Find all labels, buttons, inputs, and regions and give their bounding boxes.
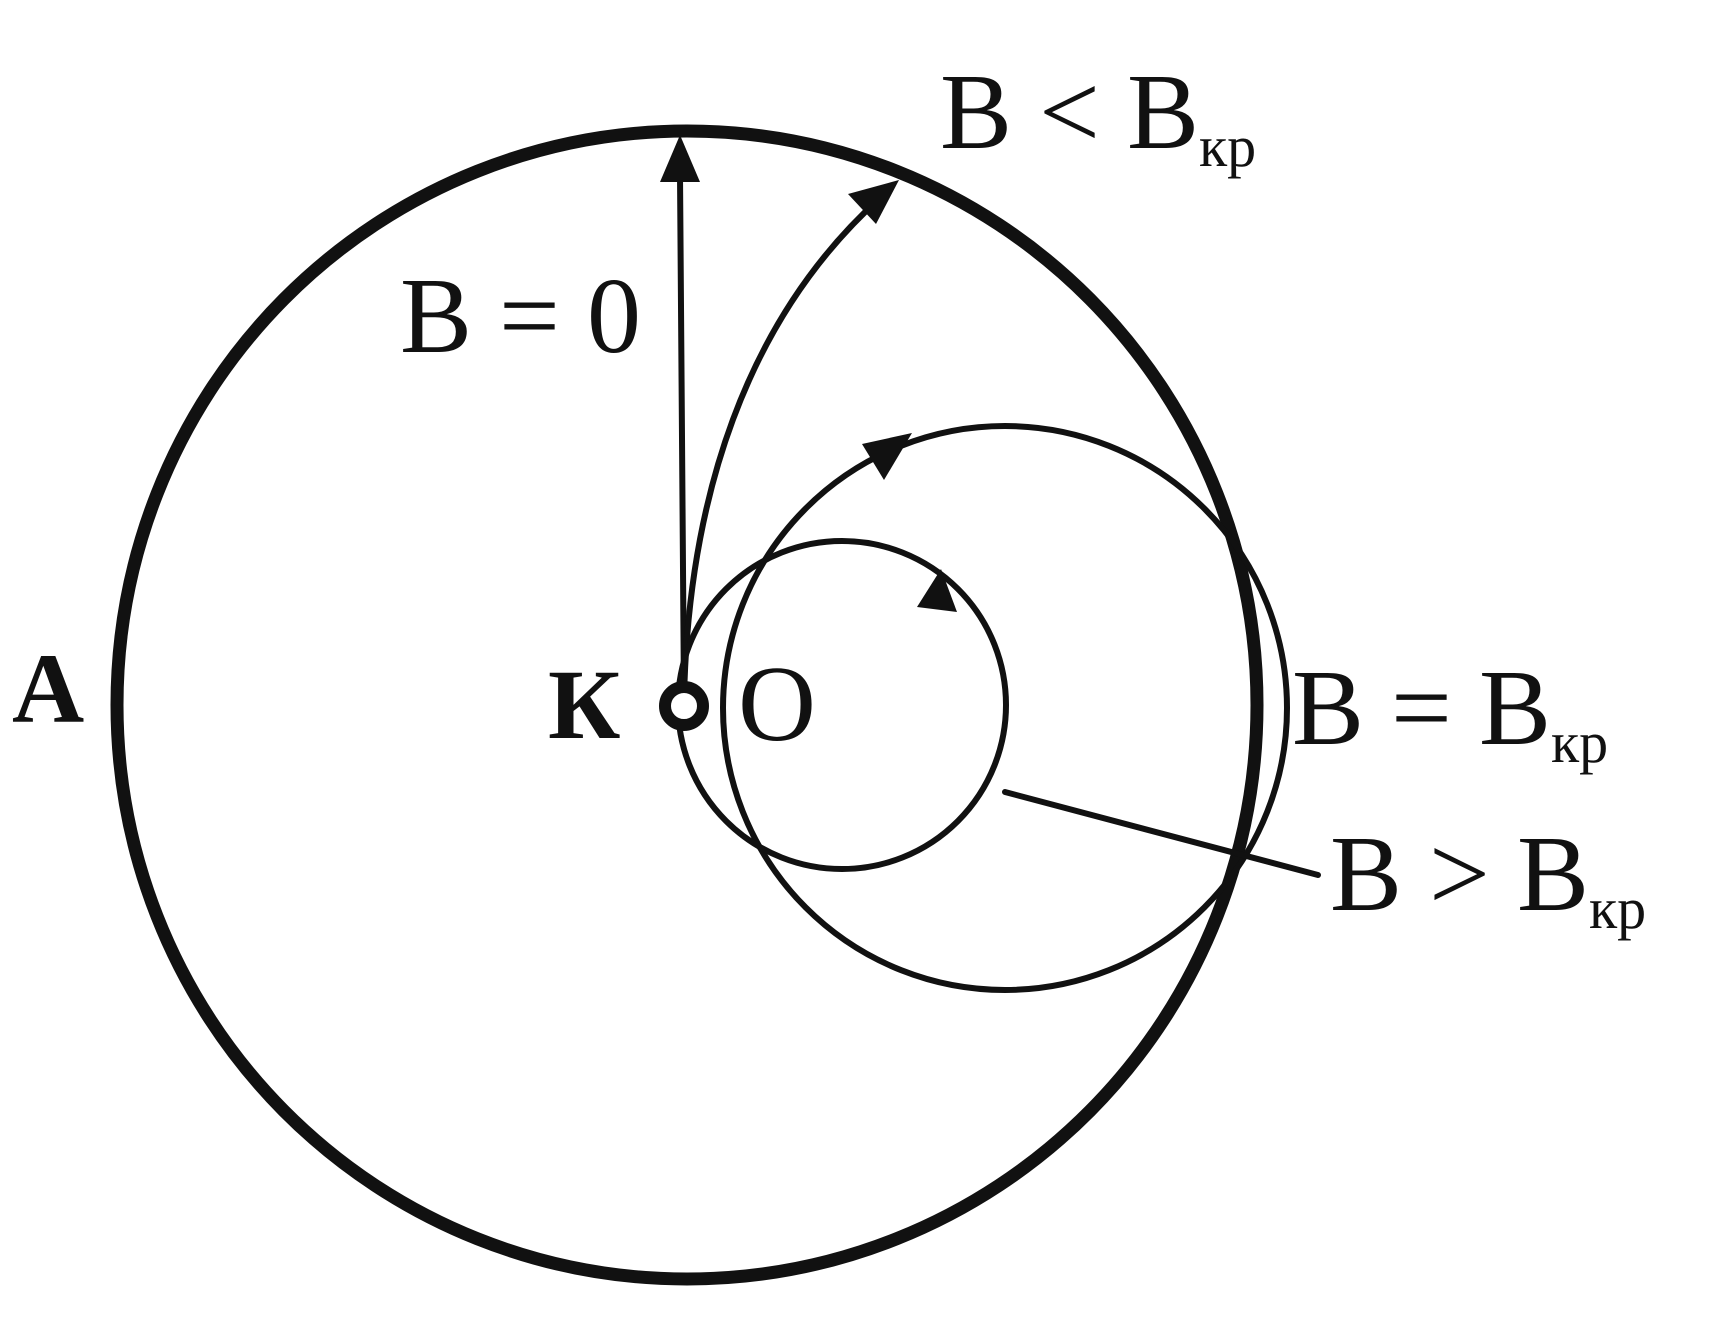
label-b-equal-sub: кр: [1551, 710, 1608, 775]
label-b-greater-main: B > B: [1330, 815, 1589, 934]
label-b-greater-sub: кр: [1589, 876, 1646, 941]
arrowhead-b-greater: [917, 569, 957, 612]
trajectory-b-critical: [720, 423, 1290, 993]
arrowhead-b-less: [848, 180, 899, 224]
arrowhead-b-zero: [660, 135, 700, 182]
trajectory-b-less: [681, 195, 883, 703]
label-b-less: B < Bкр: [940, 53, 1256, 179]
leader-line-b-greater: [1002, 789, 1321, 878]
label-b-greater: B > Bкр: [1330, 815, 1646, 941]
label-center: O: [738, 645, 816, 764]
label-b-less-sub: кр: [1199, 114, 1256, 179]
label-b-zero: B = 0: [400, 257, 641, 376]
label-b-less-main: B < B: [940, 53, 1199, 172]
cathode-ring: [659, 681, 709, 731]
arrowhead-b-critical: [862, 433, 912, 480]
label-cathode: К: [548, 649, 621, 760]
label-b-equal-main: B = B: [1292, 649, 1551, 768]
trajectory-b-greater: [675, 538, 1009, 872]
trajectory-b-zero: [677, 172, 687, 703]
label-anode: А: [12, 633, 84, 744]
anode-circle: [110, 124, 1264, 1286]
label-b-equal: B = Bкр: [1292, 649, 1608, 775]
